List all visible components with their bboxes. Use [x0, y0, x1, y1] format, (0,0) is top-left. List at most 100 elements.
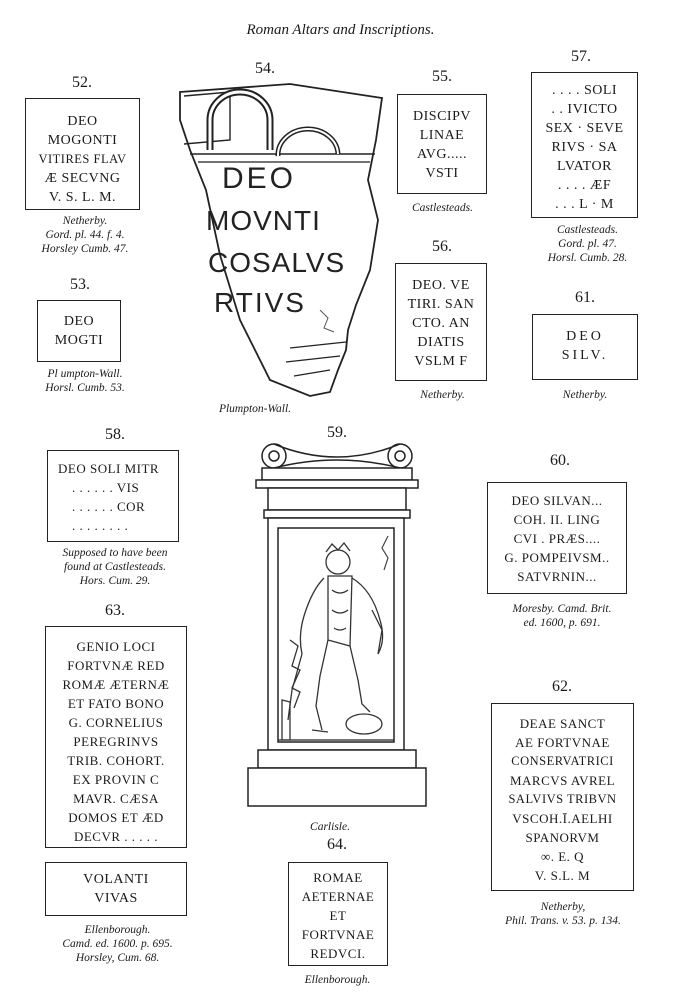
inscription-line: SILV.	[561, 348, 609, 363]
caption-line: Netherby.	[62, 215, 108, 227]
caption-line: Ellenborough.	[84, 924, 151, 936]
caption-line: Plumpton-Wall.	[218, 403, 292, 415]
caption-line: Horsley, Cum. 68.	[75, 952, 160, 964]
inscription-line: SATVRNIN...	[517, 569, 597, 584]
inscription-line: DEAE SANCT	[519, 716, 606, 731]
inscription-line: V. S. L. M.	[48, 190, 117, 205]
caption-52: Netherby. Gord. pl. 44. f. 4. Horsley Cu…	[10, 214, 160, 256]
inscription-line: CTO. AN	[412, 316, 470, 331]
caption-57: Castlesteads. Gord. pl. 47. Horsl. Cumb.…	[515, 223, 660, 265]
inscription-line: DEO SOLI MITR	[58, 461, 160, 476]
inscription-line: MOVNTI	[206, 205, 321, 236]
inscription-53: DEO MOGTI	[37, 300, 121, 362]
item-number-63: 63.	[105, 602, 125, 619]
caption-line: Horsley Cumb. 47.	[41, 243, 129, 255]
caption-58: Supposed to have been found at Castleste…	[35, 546, 195, 588]
inscription-line: RIVS · SA	[551, 140, 618, 155]
page-title: Roman Altars and Inscriptions.	[246, 22, 435, 38]
inscription-line: ET FATO BONO	[67, 696, 165, 711]
inscription-line: ∞. E. Q	[540, 849, 585, 864]
item-number-56: 56.	[432, 238, 452, 255]
inscription-line: ET	[329, 908, 347, 923]
item-number-54: 54.	[255, 60, 275, 77]
inscription-line: FORTVNÆ RED	[67, 658, 165, 673]
inscription-line: VSTI	[425, 166, 459, 181]
inscription-line: MAVR. CÆSA	[73, 791, 159, 806]
altar-relief-59	[247, 443, 427, 807]
inscription-line: . . . . . . COR	[72, 499, 146, 514]
inscription-52: DEO MOGONTI VITIRES FLAV Æ SECVNG V. S. …	[25, 98, 140, 210]
inscription-64: ROMAE AETERNAE ET FORTVNAE REDVCI.	[288, 862, 388, 966]
inscription-line: COSALVS	[208, 247, 345, 278]
caption-59: Carlisle.	[290, 820, 370, 834]
inscription-line: DISCIPV	[413, 109, 471, 124]
inscription-line: . . . . ÆF	[557, 178, 612, 193]
item-number-55: 55.	[432, 68, 452, 85]
inscription-line: G. CORNELIUS	[68, 715, 164, 730]
caption-line: ed. 1600, p. 691.	[523, 617, 601, 629]
caption-line: Pl umpton-Wall.	[47, 368, 123, 380]
inscription-line: DEO. VE	[412, 278, 470, 293]
inscription-line: Æ SECVNG	[44, 171, 121, 186]
inscription-60: DEO SILVAN... COH. II. LING CVI . PRÆS..…	[487, 482, 627, 594]
inscription-55: DISCIPV LINAE AVG..... VSTI	[397, 94, 487, 194]
inscription-57: . . . . SOLI . . IVICTO SEX · SEVE RIVS …	[531, 72, 638, 218]
inscription-61: DEO SILV.	[532, 314, 638, 380]
inscription-line: AVG.....	[416, 147, 468, 162]
inscription-line: DEO	[67, 114, 98, 129]
item-number-61: 61.	[575, 289, 595, 306]
caption-line: Netherby.	[420, 389, 465, 401]
inscription-line: DECVR . . . . .	[73, 829, 159, 844]
inscription-56: DEO. VE TIRI. SAN CTO. AN DIATIS VSLM F	[395, 263, 487, 381]
inscription-line: TIRI. SAN	[407, 297, 475, 312]
caption-53: Pl umpton-Wall. Horsl. Cumb. 53.	[10, 367, 160, 395]
inscription-line: FORTVNAE	[301, 927, 375, 942]
inscription-line: REDVCI.	[310, 946, 366, 961]
inscription-line: AE FORTVNAE	[515, 735, 610, 750]
caption-63: Ellenborough. Camd. ed. 1600. p. 695. Ho…	[30, 923, 205, 965]
inscription-line: . . . L · M	[555, 197, 614, 212]
caption-60: Moresby. Camd. Brit. ed. 1600, p. 691.	[478, 602, 646, 630]
caption-56: Netherby.	[380, 388, 505, 402]
caption-line: Netherby,	[540, 901, 586, 913]
inscription-line: DEO	[222, 162, 296, 195]
caption-54: Plumpton-Wall.	[190, 402, 320, 416]
inscription-63-base: VOLANTI VIVAS	[45, 862, 187, 916]
caption-line: Carlisle.	[310, 821, 350, 833]
inscription-line: ROMAE	[313, 870, 363, 885]
inscription-line: PEREGRINVS	[73, 734, 159, 749]
inscription-line: EX PROVIN C	[72, 772, 160, 787]
inscription-line: ROMÆ ÆTERNÆ	[62, 677, 170, 692]
inscription-line: . . . . . . . .	[72, 518, 129, 533]
inscription-58: DEO SOLI MITR . . . . . . VIS . . . . . …	[47, 450, 179, 542]
inscription-line: . . . . . . VIS	[72, 480, 140, 495]
inscription-line: SEX · SEVE	[545, 121, 624, 136]
inscription-line: . . IVICTO	[551, 102, 618, 117]
item-number-58: 58.	[105, 426, 125, 443]
inscription-line: DEO	[63, 314, 95, 329]
inscription-line: MOGTI	[54, 333, 104, 348]
caption-61: Netherby.	[520, 388, 650, 402]
inscription-line: LVATOR	[557, 159, 612, 174]
caption-line: found at Castlesteads.	[64, 561, 166, 573]
inscription-line: VITIRES FLAV	[38, 152, 127, 166]
figure-relief	[281, 541, 384, 741]
inscription-line: VSLM F	[414, 354, 468, 369]
item-number-57: 57.	[571, 48, 591, 65]
caption-64: Ellenborough.	[280, 973, 395, 987]
item-number-52: 52.	[72, 74, 92, 91]
inscription-line: . . . . SOLI	[551, 83, 618, 98]
inscription-line: LINAE	[419, 128, 465, 143]
inscription-line: DIATIS	[417, 335, 465, 350]
inscription-line: G. POMPEIVSM..	[504, 550, 610, 565]
item-number-59: 59.	[327, 424, 347, 441]
inscription-line: SALVIVS TRIBVN	[508, 792, 617, 806]
caption-line: Supposed to have been	[62, 547, 168, 559]
item-number-53: 53.	[70, 276, 90, 293]
caption-line: Castlesteads.	[411, 202, 473, 214]
inscription-line: V. S.L. M	[534, 868, 591, 883]
inscription-line: CONSERVATRICI	[511, 754, 614, 768]
caption-55: Castlesteads.	[380, 201, 505, 215]
caption-62: Netherby, Phil. Trans. v. 53. p. 134.	[478, 900, 648, 928]
caption-line: Castlesteads.	[556, 224, 618, 236]
